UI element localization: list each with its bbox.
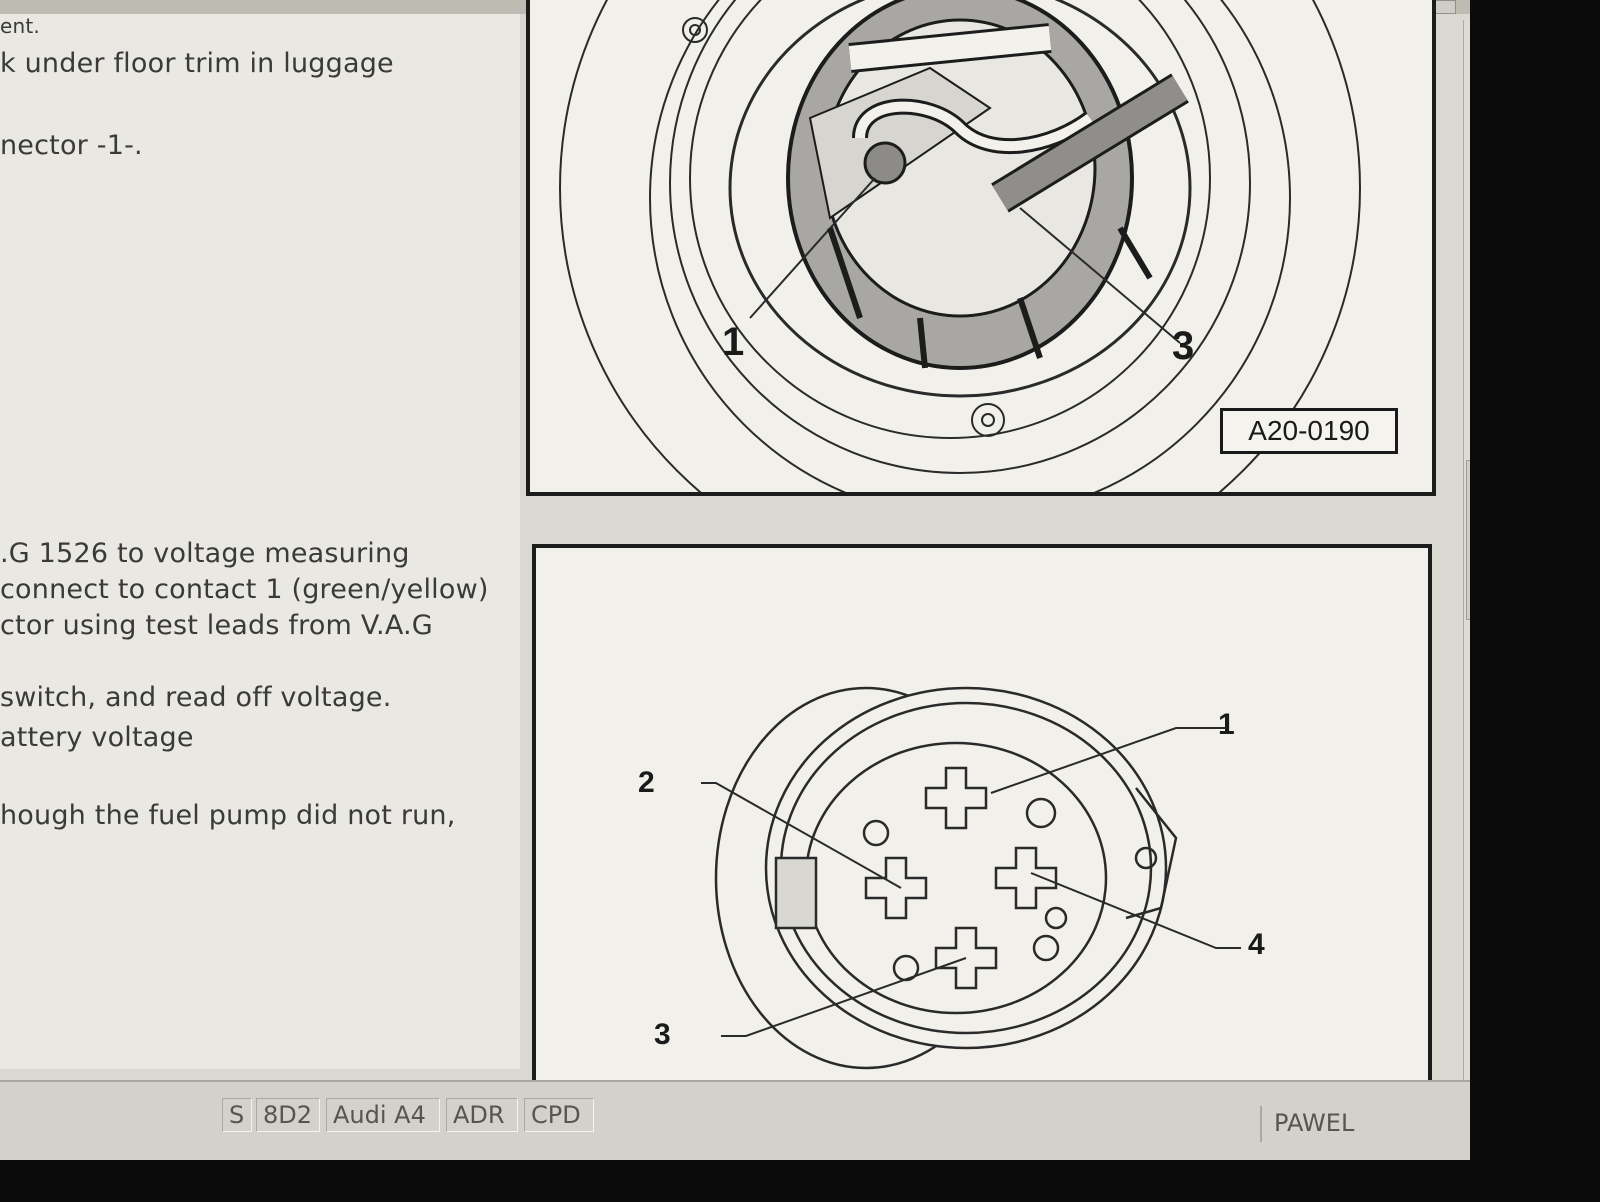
callout-label: 1 (722, 320, 745, 364)
status-user-name: PAWEL (1260, 1106, 1380, 1142)
monitor-bezel-right (1470, 0, 1600, 1202)
fuel-pump-flange-drawing (559, 0, 1361, 492)
scroll-thumb[interactable]: ≡ (1466, 460, 1470, 620)
text-line: k under floor trim in luggage (0, 48, 394, 79)
status-bar: S 8D2 Audi A4 ADR CPD PAWEL (0, 1080, 1470, 1160)
text-line: connect to contact 1 (green/yellow) (0, 574, 489, 605)
callout-label: 4 (1248, 928, 1265, 961)
figure-connector-contacts: 1 2 3 4 (532, 544, 1432, 1084)
callout-label: 1 (1218, 708, 1235, 741)
status-cell: ADR (446, 1098, 518, 1132)
figure-code-label: A20-0190 (1220, 408, 1398, 454)
callout-label: 3 (1172, 324, 1195, 368)
vertical-scrollbar[interactable]: ▲ ≡ ▼ (1463, 20, 1470, 1080)
callout-label: 3 (654, 1018, 671, 1051)
text-line: attery voltage (0, 722, 194, 753)
connector-drawing (701, 686, 1241, 1070)
app-window: ent. k under floor trim in luggage necto… (0, 0, 1470, 1160)
text-line: .G 1526 to voltage measuring (0, 538, 410, 569)
text-line: switch, and read off voltage. (0, 682, 392, 713)
status-cell: 8D2 (256, 1098, 320, 1132)
callout-label: 2 (638, 766, 655, 799)
text-line: nector -1-. (0, 130, 143, 161)
monitor-bezel-bottom (0, 1160, 1600, 1202)
document-text-pane: ent. k under floor trim in luggage necto… (0, 14, 520, 1069)
text-line: ent. (0, 14, 40, 38)
status-cell: S (222, 1098, 252, 1132)
status-cell: Audi A4 (326, 1098, 440, 1132)
status-cell: CPD (524, 1098, 594, 1132)
text-line: ctor using test leads from V.A.G (0, 610, 433, 641)
text-line: hough the fuel pump did not run, (0, 800, 456, 831)
figure-fuel-pump-flange: 1 3 A20-0190 (526, 0, 1436, 496)
